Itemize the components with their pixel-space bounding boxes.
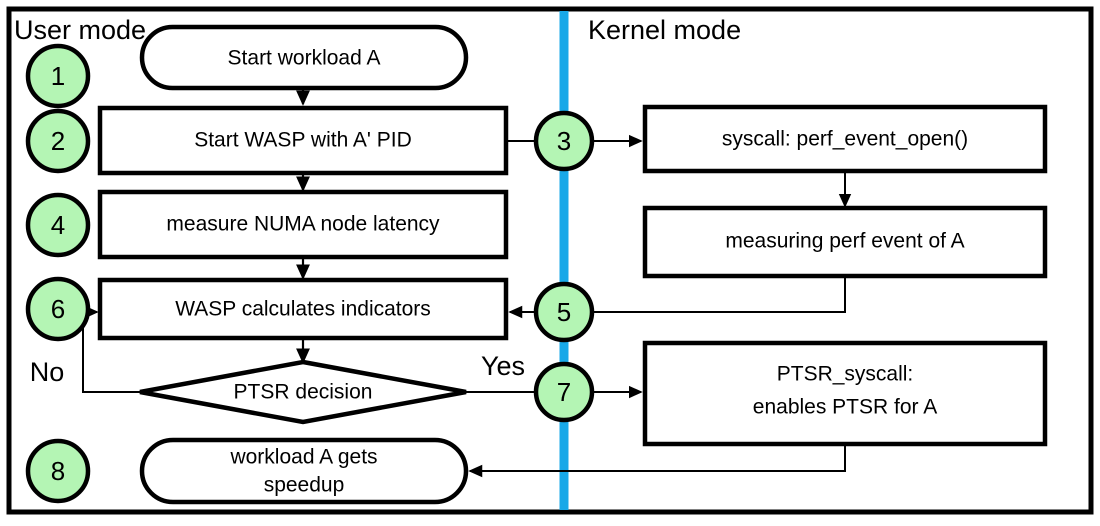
node-ptsr-syscall-label-line1: PTSR_syscall: (777, 363, 914, 386)
node-ptsr-syscall[interactable] (642, 340, 1048, 447)
step-badge-4-label: 4 (51, 210, 65, 240)
lane-title-kernel-mode: Kernel mode (588, 15, 741, 45)
step-badge-6-label: 6 (51, 294, 65, 324)
node-workload-speedup-label-line2: speedup (264, 474, 345, 497)
outer-frame (6, 6, 1094, 515)
node-start-workload-label: Start workload A (228, 47, 381, 70)
step-badge-7-label: 7 (557, 377, 571, 407)
step-badge-2[interactable] (25, 108, 91, 174)
step-badge-1-label: 1 (51, 61, 65, 91)
step-badge-5-label: 5 (557, 297, 571, 327)
node-ptsr-decision-label: PTSR decision (234, 381, 373, 404)
branch-label-no: No (30, 357, 65, 387)
node-measuring-perf-event-label: measuring perf event of A (725, 230, 964, 253)
step-badge-3[interactable] (533, 110, 595, 172)
step-badge-7[interactable] (533, 361, 595, 423)
step-badge-1[interactable] (25, 43, 91, 109)
step-badge-8-label: 8 (51, 456, 65, 486)
step-badge-8[interactable] (25, 438, 91, 504)
branch-label-yes: Yes (481, 351, 525, 381)
step-badge-2-label: 2 (51, 126, 65, 156)
edge-ptsr-syscall-to-speedup (468, 444, 846, 478)
step-badge-4[interactable] (25, 192, 91, 258)
node-start-wasp-label: Start WASP with A' PID (194, 129, 412, 152)
step-badge-3-label: 3 (557, 126, 571, 156)
node-measure-numa-latency-label: measure NUMA node latency (166, 213, 440, 236)
node-syscall-perf-event-open-label: syscall: perf_event_open() (722, 128, 968, 151)
step-badge-6[interactable] (25, 276, 91, 342)
node-measuring-perf-event[interactable] (642, 205, 1048, 279)
node-syscall-perf-event-open[interactable] (642, 104, 1048, 174)
node-workload-speedup-label-line1: workload A gets (229, 446, 377, 469)
node-measure-numa-latency[interactable] (97, 189, 509, 260)
node-ptsr-syscall-label-line2: enables PTSR for A (753, 396, 937, 419)
edge-measuring-to-badge5 (589, 276, 846, 313)
step-badge-5[interactable] (533, 281, 595, 343)
node-start-workload[interactable] (139, 24, 469, 91)
node-wasp-calculates-indicators[interactable] (97, 277, 509, 341)
node-ptsr-decision[interactable] (139, 359, 467, 425)
node-start-wasp[interactable] (97, 105, 509, 176)
lane-title-user-mode: User mode (14, 15, 146, 45)
node-workload-speedup[interactable] (139, 437, 469, 505)
node-wasp-calculates-indicators-label: WASP calculates indicators (175, 298, 431, 321)
